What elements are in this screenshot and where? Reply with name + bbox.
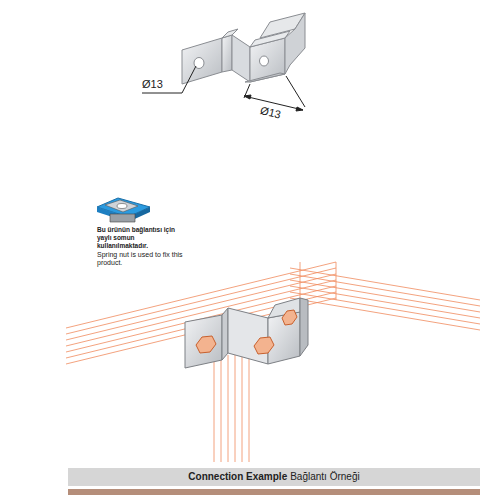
channel-wireframe (66, 262, 480, 462)
caption-turkish: Bağlantı Örneği (290, 471, 360, 482)
channel-line (336, 262, 337, 300)
bracket-drawing (182, 13, 305, 84)
channel-line (290, 286, 480, 318)
dimension-label: Ø13 (142, 78, 182, 91)
spring-nut-icon (97, 198, 150, 222)
footer-bar (68, 489, 480, 495)
channel-line (228, 355, 229, 462)
channel-line (214, 355, 215, 462)
channel-line (66, 262, 336, 328)
channel-line (221, 355, 222, 462)
caption-band: Connection ExampleBağlantı Örneği (68, 468, 480, 486)
note-text: Bu ürünün bağlantısı için yaylı somun ku… (97, 226, 177, 249)
channel-line (242, 355, 243, 462)
channel-line (290, 292, 480, 324)
channel-line (249, 355, 250, 462)
channel-line (300, 262, 301, 300)
channel-line (235, 355, 236, 462)
channel-line (290, 274, 480, 306)
channel-line (290, 280, 480, 312)
dimension-label: Ø13 (259, 104, 282, 122)
dimension-lines (142, 66, 305, 111)
bracket-connection (185, 298, 308, 368)
channel-line (290, 268, 480, 300)
caption-english: Connection Example (188, 471, 287, 482)
note-text: Spring nut is used to fix this product. (97, 251, 185, 268)
channel-line (290, 298, 480, 330)
